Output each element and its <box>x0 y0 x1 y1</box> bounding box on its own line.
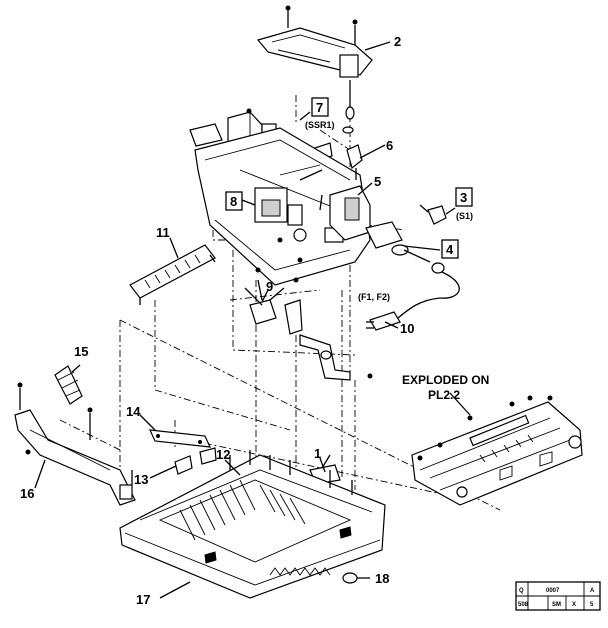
callout-5: 5 <box>374 174 381 189</box>
callout-4: 4 <box>446 242 454 257</box>
title-block-r1b: 0007 <box>546 588 560 594</box>
note-line-2: PL2.2 <box>428 388 460 402</box>
part-16-left-rail <box>14 382 136 506</box>
leader-lines <box>34 41 471 599</box>
part-2-top-bracket <box>256 5 373 134</box>
title-block-r2a: 508 <box>518 602 529 608</box>
title-block-r2d: 5 <box>590 602 594 608</box>
part-10-power-cord <box>366 297 441 331</box>
title-block-r1c: A <box>590 588 595 594</box>
s1-label: (S1) <box>456 211 473 221</box>
title-block: Q 0007 A 508 SM X 5 <box>515 581 601 611</box>
exploded-note: EXPLODED ON PL2.2 <box>402 373 489 402</box>
callout-3: 3 <box>460 190 467 205</box>
callout-2: 2 <box>394 34 401 49</box>
ssr1-label: (SSR1) <box>305 120 335 130</box>
part-18-foot <box>342 572 358 584</box>
boxed-callout-8: 8 <box>225 191 243 211</box>
boxed-callout-3: 3 (S1) <box>455 187 473 221</box>
callout-7: 7 <box>316 100 323 115</box>
callout-18: 18 <box>375 571 389 586</box>
title-block-r1a: Q <box>519 588 524 594</box>
callout-16: 16 <box>20 486 34 501</box>
part-15-clamp <box>54 365 83 405</box>
callout-6: 6 <box>386 138 393 153</box>
part-14-pcb <box>149 429 211 448</box>
callout-11: 11 <box>156 225 170 240</box>
part-4-power-inlet <box>365 221 460 299</box>
part-13-actuator <box>174 447 217 475</box>
wire-bracket <box>299 334 373 381</box>
callout-15: 15 <box>74 344 88 359</box>
part-6-fitting <box>346 144 363 180</box>
part-3-switch <box>419 204 447 225</box>
part-17-base-frame <box>119 450 386 599</box>
note-line-1: EXPLODED ON <box>402 373 489 387</box>
callout-13: 13 <box>134 472 148 487</box>
boxed-callout-7: 7 (SSR1) <box>305 97 335 130</box>
part-9-harness-clip <box>244 267 303 335</box>
callout-1: 1 <box>314 446 321 461</box>
callout-17: 17 <box>136 592 150 607</box>
f1-f2-label: (F1, F2) <box>358 292 390 302</box>
callout-9: 9 <box>266 279 273 294</box>
callout-12: 12 <box>216 447 230 462</box>
rear-frame-assembly <box>411 395 583 506</box>
callout-8: 8 <box>230 194 237 209</box>
part-11-grille <box>129 244 216 305</box>
title-block-r2b: SM <box>552 602 561 608</box>
callout-10: 10 <box>400 321 414 336</box>
callout-14: 14 <box>126 404 141 419</box>
callout-labels: 2 6 5 11 9 10 15 14 12 1 13 16 17 18 <box>20 34 414 607</box>
boxed-callout-4: 4 <box>441 239 459 259</box>
power-supply-chassis <box>194 127 371 286</box>
title-block-r2c: X <box>572 602 576 608</box>
